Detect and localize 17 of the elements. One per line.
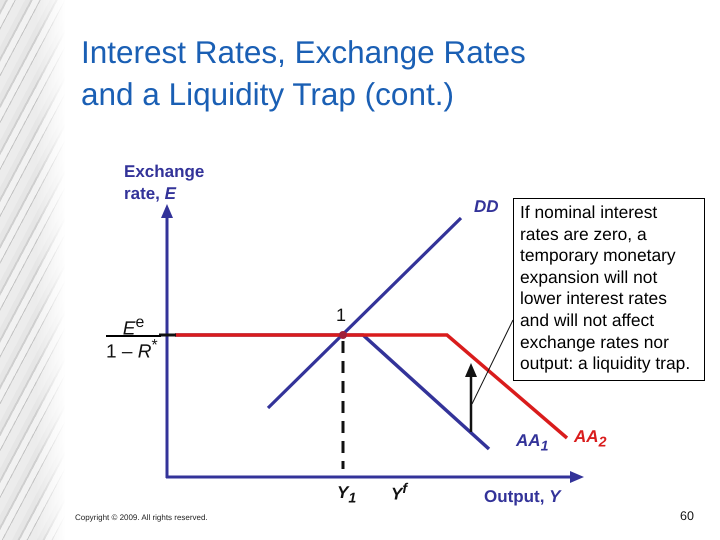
axis-title: Exchange rate, E — [124, 161, 206, 205]
copyright-notice: Copyright © 2009. All rights reserved. — [75, 513, 208, 522]
leader-line — [472, 320, 514, 404]
point-label: 1 — [336, 305, 346, 326]
axis-value-label: Y$^{f}$ — [391, 481, 408, 505]
fraction-numerator: E$^{e}$ — [122, 313, 146, 333]
callout-box — [513, 198, 705, 381]
axis-title: Output, Y — [484, 487, 560, 507]
page-number: 60 — [680, 509, 694, 523]
axis-value-label: Y$_{1}$ — [337, 483, 356, 506]
curve-label: AA$_{2}$ — [574, 427, 606, 450]
callout-text: If nominal interest rates are zero, a temporary monetary expansion will not lower interest rates and will not affect exchange rates nor output: a liquidity trap. — [520, 202, 692, 375]
fraction-denominator: 1 – R$^{*}$ — [106, 337, 158, 364]
curve-label: DD — [474, 197, 499, 217]
slide-title: Interest Rates, Exchange Rates and a Liquidity Trap (cont.) — [81, 33, 527, 114]
shift-arrow — [465, 363, 477, 432]
curve-label: AA$_{1}$ — [516, 431, 548, 454]
